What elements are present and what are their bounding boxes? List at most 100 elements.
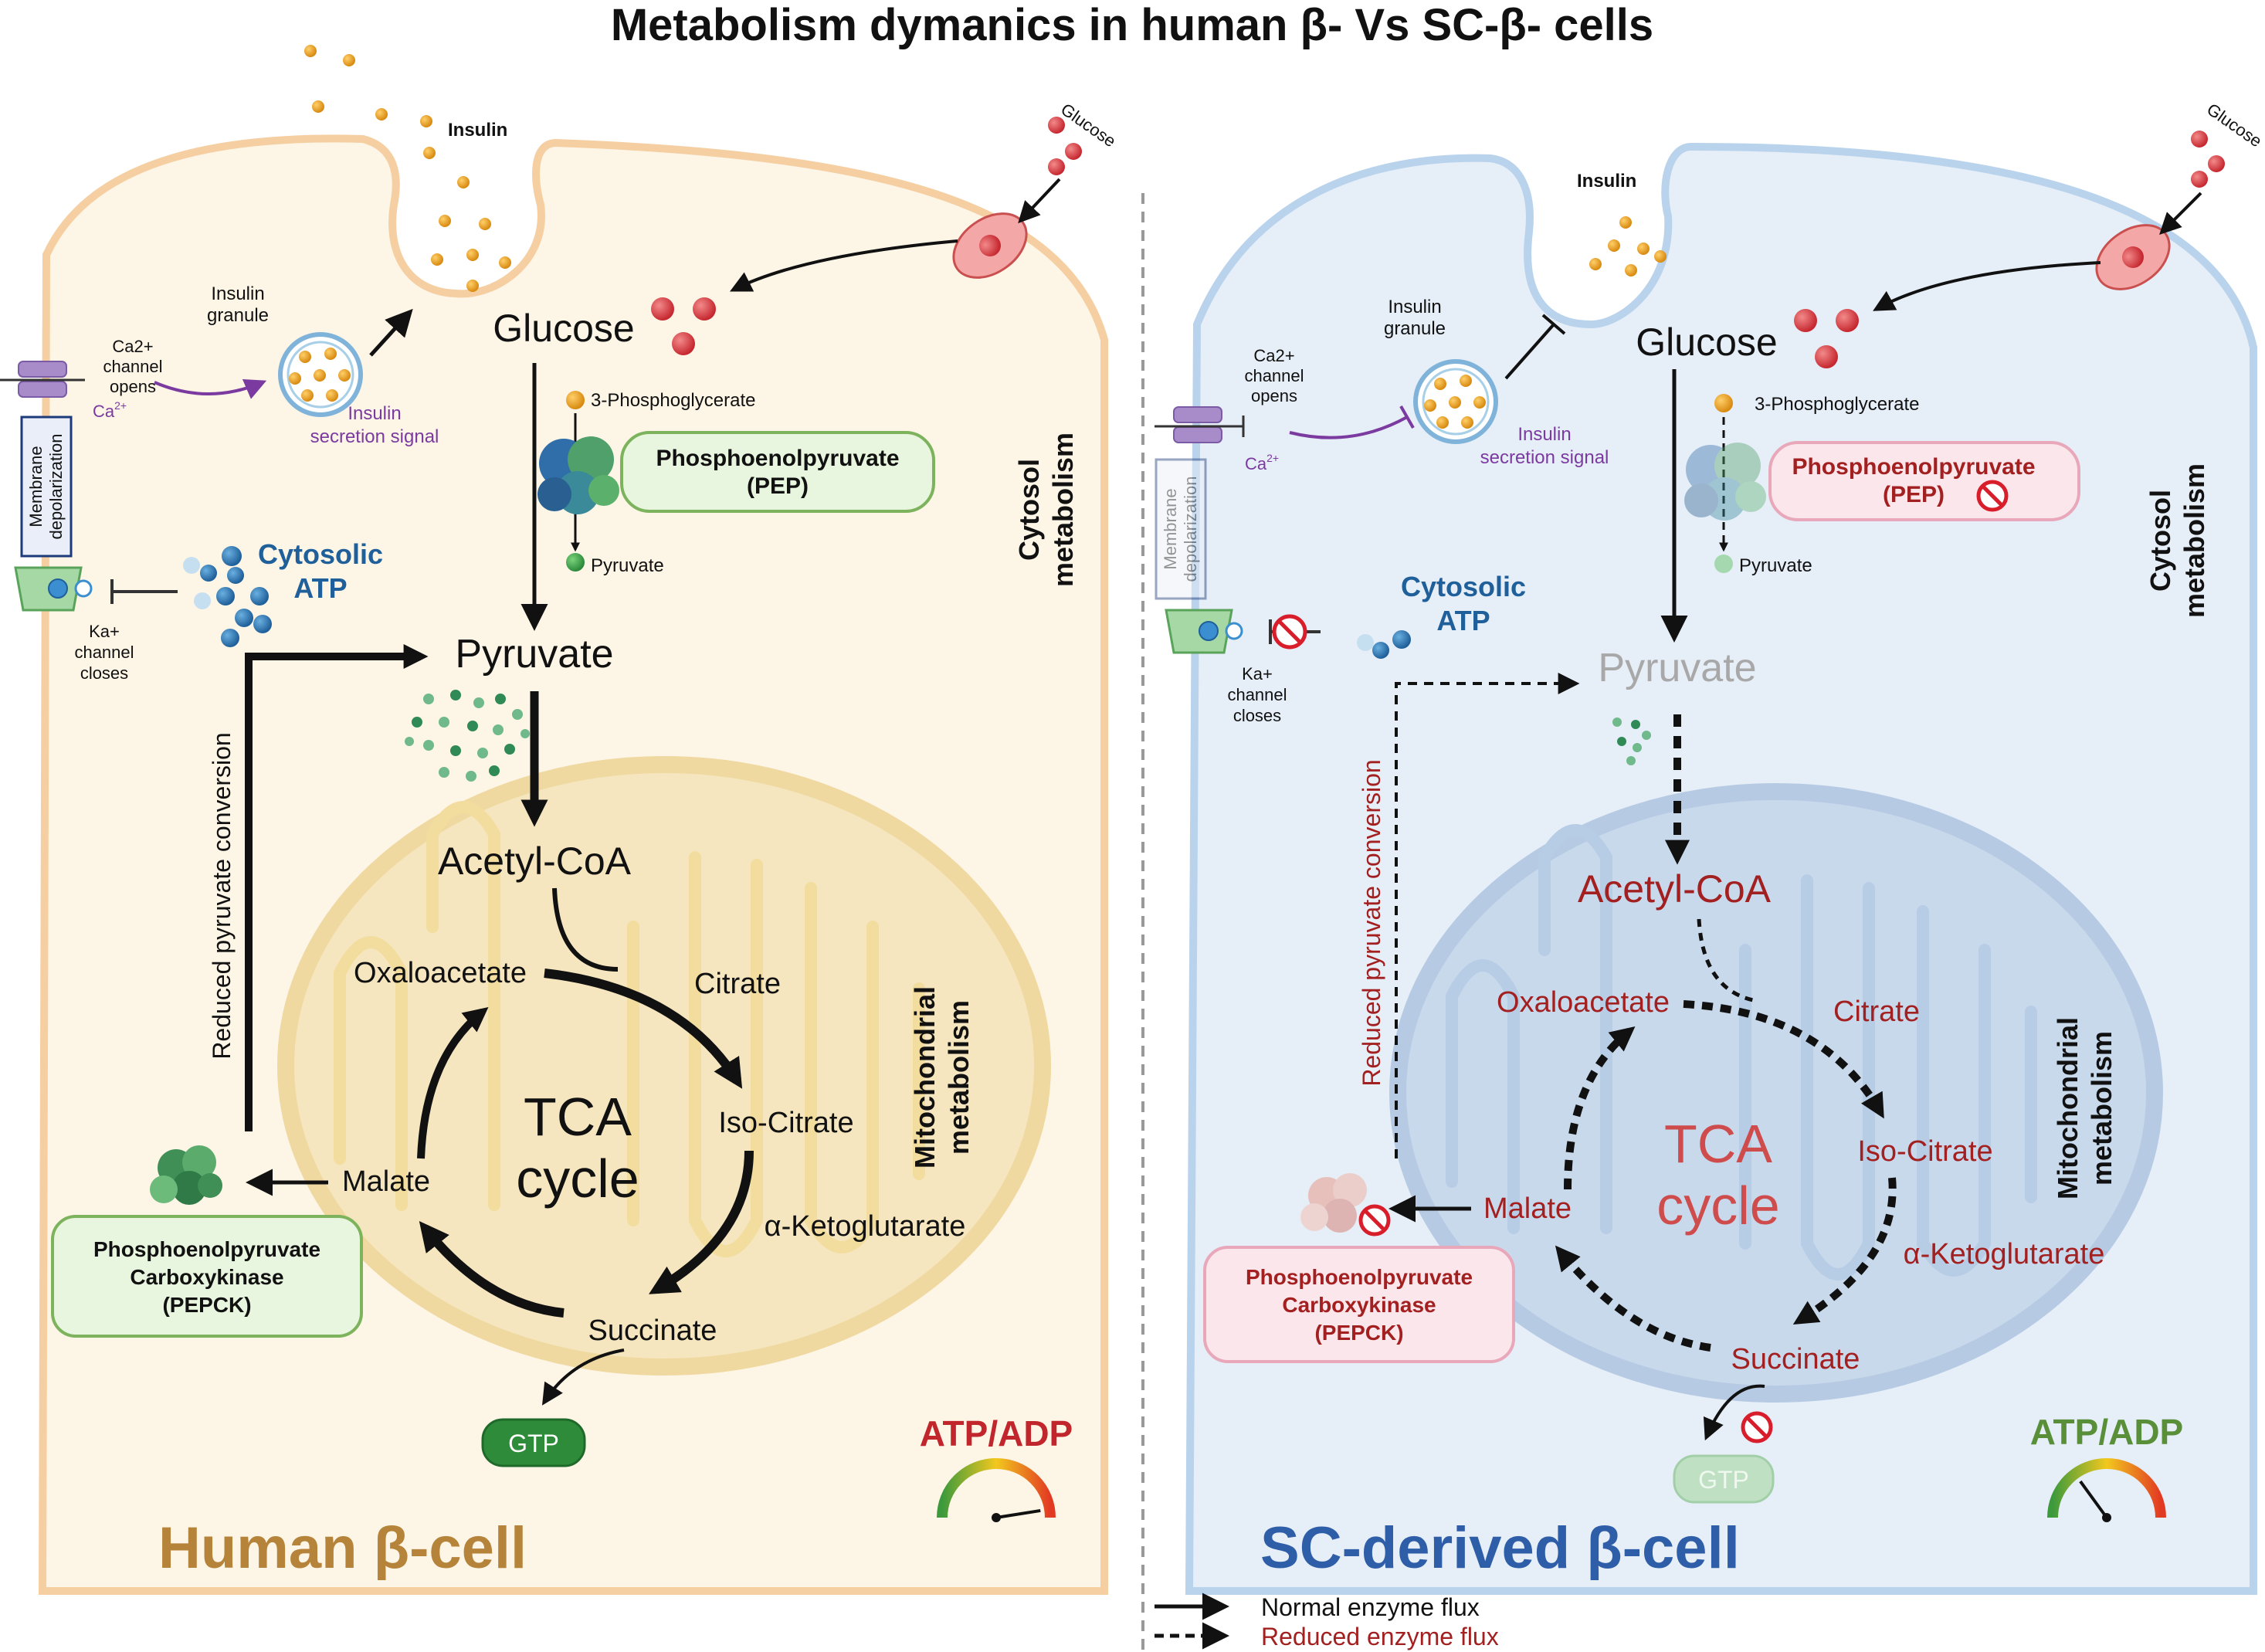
left-pepck-box [51,1215,363,1338]
left-pyruvate-label: Pyruvate [455,632,613,677]
right-ketoglutarate-label: α-Ketoglutarate [1904,1238,2105,1270]
svg-text:Membranedepolarization: Membranedepolarization [26,434,66,540]
left-tca-arrow-oxaloacetate [417,1006,489,1159]
right-granule-inhibit-line [1504,314,1566,380]
left-phosphoglycerate-dot [566,391,585,409]
left-mitochondrial-metabolism-label: Mitochondrialmetabolism [909,986,975,1169]
left-reduced-conversion-label: Reduced pyruvate conversion [208,732,236,1059]
right-citrate-label: Citrate [1833,996,1920,1028]
left-atp-molecules [183,546,272,647]
right-reduced-conversion-label: Reduced pyruvate conversion [1358,759,1385,1086]
right-mitochondrion [1389,783,2163,1403]
left-tca-arrow-citrate [544,968,743,1089]
left-reduced-conversion-path [245,643,429,1131]
right-glucose-dots [1794,309,1859,368]
right-glucose-label: Glucose [1636,321,1777,364]
right-oxaloacetate-label: Oxaloacetate [1497,986,1670,1019]
left-atp-adp-gauge [937,1458,1056,1522]
left-glucose-outside-label: Glucose [1057,100,1119,151]
right-tca-arrow-oxaloacetate [1564,1026,1636,1190]
right-ca-ion: Ca2+ [1245,452,1279,473]
right-atp-adp-gauge [2047,1458,2166,1522]
left-acetylcoa-label: Acetyl-CoA [438,840,632,883]
left-tca-arrow-ketoglutarate [649,1150,754,1294]
right-mitochondrial-metabolism-label: Mitochondrialmetabolism [2052,1017,2118,1199]
left-pyruvate-small-dot [566,553,585,572]
left-pyruvate-dots [405,690,530,782]
left-insulin-label: Insulin [448,120,507,141]
right-pyruvate-small-dot [1714,555,1733,573]
left-ka-channel-icon [14,566,178,612]
right-gtp-label: GTP [1698,1466,1749,1494]
left-insulin-granules-released [304,45,511,292]
right-atp-adp-label: ATP/ADP [2030,1412,2184,1452]
left-ca-signal-arrow [154,378,267,399]
right-ca-inhibit-line [1289,405,1415,439]
left-pyruvate-small-label: Pyruvate [591,555,664,576]
left-succinate-to-gtp-arrow [541,1348,625,1406]
left-granule-to-membrane-arrow [369,308,413,357]
left-pep-label: Phosphoenolpyruvate(PEP) [656,446,899,499]
right-glucose-outside-dots [2191,131,2225,188]
left-acetylcoa-to-citrate-arc [552,887,619,972]
right-succinate-label: Succinate [1731,1343,1860,1376]
right-glucose-transport-arrow [1873,261,2101,311]
right-ca-channel-icon [1155,406,1245,443]
right-glucose-entry-arrow [2159,192,2202,235]
left-glucose-entry-arrow [1018,178,1061,224]
left-cell-label: Human β-cell [158,1515,527,1581]
left-insulin-granule [278,332,363,417]
right-pyruvate-small-label: Pyruvate [1739,555,1812,576]
left-oxaloacetate-label: Oxaloacetate [354,957,527,989]
left-glucose-label: Glucose [493,307,634,350]
legend-reduced-label: Reduced enzyme flux [1261,1623,1499,1650]
svg-text:Membranedepolarization: Membranedepolarization [1161,477,1200,582]
left-atp-adp-label: ATP/ADP [920,1413,1073,1454]
left-isocitrate-label: Iso-Citrate [718,1107,853,1139]
right-cell-label: SC-derived β-cell [1260,1515,1740,1581]
right-pepck-box [1203,1246,1515,1363]
left-citrate-label: Citrate [694,968,781,1000]
right-insulin-granules [1589,216,1667,276]
right-malate-label: Malate [1483,1192,1572,1225]
left-glucose-dots [651,297,716,355]
left-membrane-depolarization: Membranedepolarization [20,416,73,558]
right-pepck-ban-icon [1358,1204,1391,1236]
right-reduced-conversion-path [1395,673,1580,1158]
right-cytosol-metabolism-label: Cytosolmetabolism [2145,463,2210,618]
left-malate-label: Malate [342,1165,430,1198]
right-succinate-to-gtp-arrow [1703,1384,1765,1441]
diagram-title: Metabolism dymanics in human β- Vs SC-β-… [611,0,1653,50]
right-pep-enzyme-icon [1684,443,1766,521]
right-acetylcoa-label: Acetyl-CoA [1578,867,1772,911]
left-ca-channel-icon [0,361,85,398]
right-isocitrate-label: Iso-Citrate [1857,1135,1992,1168]
right-phosphoglycerate-label: 3-Phosphoglycerate [1755,394,1919,415]
left-mitochondrion [277,756,1051,1376]
left-pep-box [620,431,935,513]
left-cytosol-metabolism-label: Cytosolmetabolism [1013,433,1079,587]
flux-legend: Normal enzyme flux Reduced enzyme flux [1155,1593,1499,1650]
left-gtp-badge [481,1418,586,1467]
right-insulin-label: Insulin [1577,171,1636,192]
right-gtp-ban-icon [1741,1411,1773,1443]
right-phosphoglycerate-dot [1714,394,1733,412]
right-pepck-enzyme-icon [1300,1173,1367,1233]
left-glucose-transporter-icon [952,212,1028,279]
right-atp-molecules [1357,630,1411,659]
right-pyruvate-dots [1612,717,1651,765]
right-glucose-outside-label: Glucose [2203,100,2265,151]
